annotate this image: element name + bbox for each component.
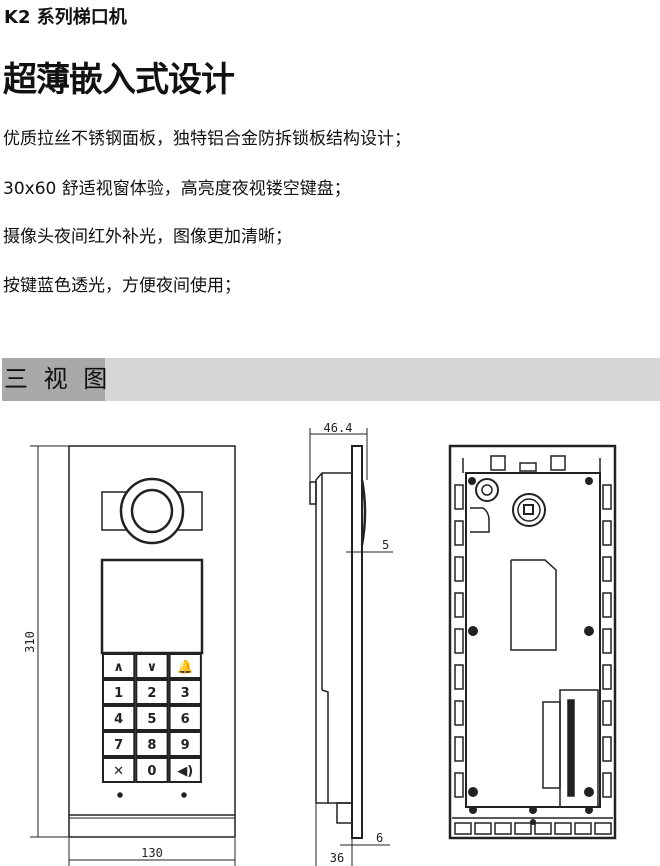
keypad-key <box>135 757 169 783</box>
keypad-key <box>168 731 202 757</box>
keypad-key <box>102 679 136 705</box>
back-view <box>448 444 617 840</box>
feature-line: 按键蓝色透光，方便夜间使用； <box>3 276 241 296</box>
feature-line: 优质拉丝不锈钢面板，独特铝合金防拆锁板结构设计； <box>3 129 411 149</box>
keypad-key <box>102 653 136 679</box>
grid-cell <box>554 822 572 835</box>
keypad-key <box>168 679 202 705</box>
panel-dimension: 6 <box>376 831 383 845</box>
key-label: ◀) <box>177 764 193 779</box>
rib <box>454 736 464 762</box>
keypad-key <box>168 705 202 731</box>
grid-cell <box>574 822 592 835</box>
display-screen <box>100 558 204 655</box>
camera-icon <box>119 477 185 545</box>
rib <box>602 700 612 726</box>
key-label: 9 <box>181 738 190 753</box>
height-dimension: 310 <box>23 631 37 653</box>
rib <box>602 520 612 546</box>
key-label: 4 <box>114 712 123 727</box>
grid-cell <box>514 822 532 835</box>
keypad-key <box>102 731 136 757</box>
bump-dimension: 5 <box>382 538 389 552</box>
keypad-key <box>102 757 136 783</box>
keypad-key <box>135 679 169 705</box>
feature-line: 摄像头夜间红外补光，图像更加清晰； <box>3 227 292 247</box>
keypad-key <box>168 653 202 679</box>
key-label: 3 <box>181 686 190 701</box>
rib <box>602 772 612 798</box>
key-label: 2 <box>147 686 156 701</box>
grid-cell <box>494 822 512 835</box>
rib <box>602 484 612 510</box>
mounting-ribs <box>454 484 612 798</box>
key-label: ∨ <box>147 660 158 675</box>
width-dimension: 130 <box>141 846 163 860</box>
keypad-key <box>168 757 202 783</box>
keypad-key <box>135 705 169 731</box>
grid-cell <box>454 822 472 835</box>
depth-dimension: 46.4 <box>324 421 353 435</box>
key-label: 1 <box>114 686 123 701</box>
key-label: 8 <box>147 738 156 753</box>
keypad-key <box>102 705 136 731</box>
grid-cell <box>594 822 612 835</box>
rib <box>454 520 464 546</box>
key-label: 🔔 <box>177 659 193 675</box>
rib <box>454 628 464 654</box>
rib <box>454 700 464 726</box>
rib <box>454 556 464 582</box>
rib <box>602 664 612 690</box>
rib <box>454 772 464 798</box>
side-view: 46.4 5 6 36 <box>309 421 393 866</box>
grid-cell <box>474 822 492 835</box>
keypad: ∧ ∨ 🔔 1 2 3 4 5 6 7 8 9 ✕ 0 ◀) <box>102 653 202 783</box>
keypad-key <box>135 731 169 757</box>
feature-line: 30x60 舒适视窗体验，高亮度夜视镂空键盘； <box>3 179 351 199</box>
rib <box>454 664 464 690</box>
key-label: 0 <box>147 764 156 779</box>
key-label: 6 <box>181 712 190 727</box>
key-label: ∧ <box>113 660 124 675</box>
keypad-key <box>135 653 169 679</box>
product-title: K2 系列梯口机 <box>4 7 127 28</box>
rib <box>602 628 612 654</box>
key-label: 7 <box>114 738 123 753</box>
rib <box>602 592 612 618</box>
page-heading: 超薄嵌入式设计 <box>3 60 235 100</box>
front-view: ∧ ∨ 🔔 1 2 3 4 5 6 7 8 9 ✕ 0 ◀) 310 130 <box>23 445 236 866</box>
rib <box>454 484 464 510</box>
rib <box>602 556 612 582</box>
rib <box>602 736 612 762</box>
grid-cell <box>534 822 552 835</box>
section-label: 三 视 图 <box>2 358 107 401</box>
body-dimension: 36 <box>330 851 344 865</box>
bottom-grid <box>454 822 612 835</box>
key-label: 5 <box>147 712 156 727</box>
section-bar: 三 视 图 <box>2 358 660 401</box>
rib <box>454 592 464 618</box>
key-label: ✕ <box>113 764 124 779</box>
